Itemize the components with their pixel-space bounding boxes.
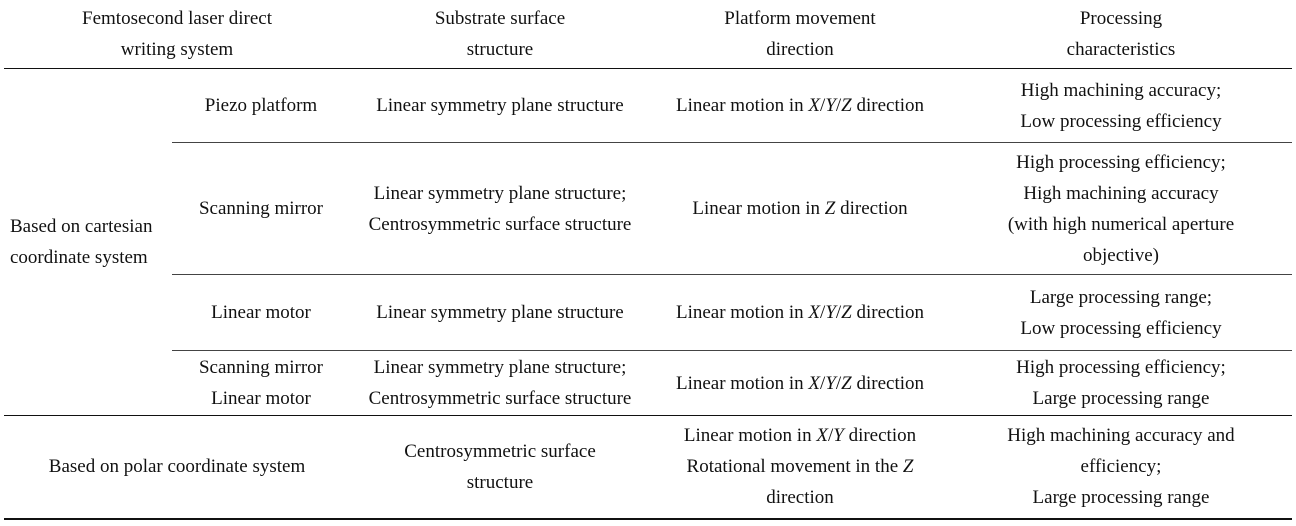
motion-cell: Linear motion in X/Y/Z direction [650, 274, 950, 351]
characteristics-cell: High machining accuracy; Low processing … [1020, 79, 1222, 132]
substrate-cell: Linear symmetry plane structure [376, 95, 624, 116]
table-row-linear-motor: Linear motor Linear symmetry plane struc… [4, 274, 1292, 351]
substrate-cell: Centrosymmetric surface structure [350, 415, 650, 520]
table-row-scanning-mirror: Scanning mirror Linear symmetry plane st… [4, 142, 1292, 275]
characteristics-cell: High processing efficiency; High machini… [950, 142, 1292, 275]
header-substrate: Substrate surface structure [350, 0, 650, 69]
comparison-table: Femtosecond laser direct writing system … [4, 0, 1292, 520]
motion-cell: Linear motion in X/Y/Z direction [650, 350, 950, 416]
header-row: Femtosecond laser direct writing system … [4, 0, 1292, 69]
substrate-cell: Linear symmetry plane structure; Centros… [350, 350, 650, 416]
platform-cell: Piezo platform [204, 95, 318, 116]
characteristics-cell: Large processing range; Low processing e… [950, 274, 1292, 351]
table-row-polar: Based on polar coordinate system Centros… [4, 415, 1292, 520]
motion-cell: Linear motion in Z direction [650, 142, 950, 275]
motion-cell: Linear motion in X/Y direction Rotationa… [650, 415, 950, 520]
characteristics-cell: High machining accuracy and efficiency; … [950, 415, 1292, 520]
motion-cell: Linear motion in X/Y/Z direction [675, 95, 925, 116]
platform-cell: Scanning mirror [172, 142, 350, 275]
group-cartesian: Based on cartesian coordinate system [10, 216, 153, 268]
header-platform: Platform movement direction [650, 0, 950, 69]
characteristics-cell: High processing efficiency; Large proces… [950, 350, 1292, 416]
header-system: Femtosecond laser direct writing system [4, 0, 350, 69]
group-polar: Based on polar coordinate system [4, 415, 350, 520]
table-row-mirror-motor: Scanning mirror Linear motor Linear symm… [4, 350, 1292, 416]
substrate-cell: Linear symmetry plane structure [350, 274, 650, 351]
platform-cell: Scanning mirror Linear motor [172, 350, 350, 416]
platform-cell: Linear motor [172, 274, 350, 351]
substrate-cell: Linear symmetry plane structure; Centros… [350, 142, 650, 275]
header-characteristics: Processing characteristics [950, 0, 1292, 69]
table-row-piezo: Based on cartesian coordinate system Pie… [4, 69, 1292, 269]
